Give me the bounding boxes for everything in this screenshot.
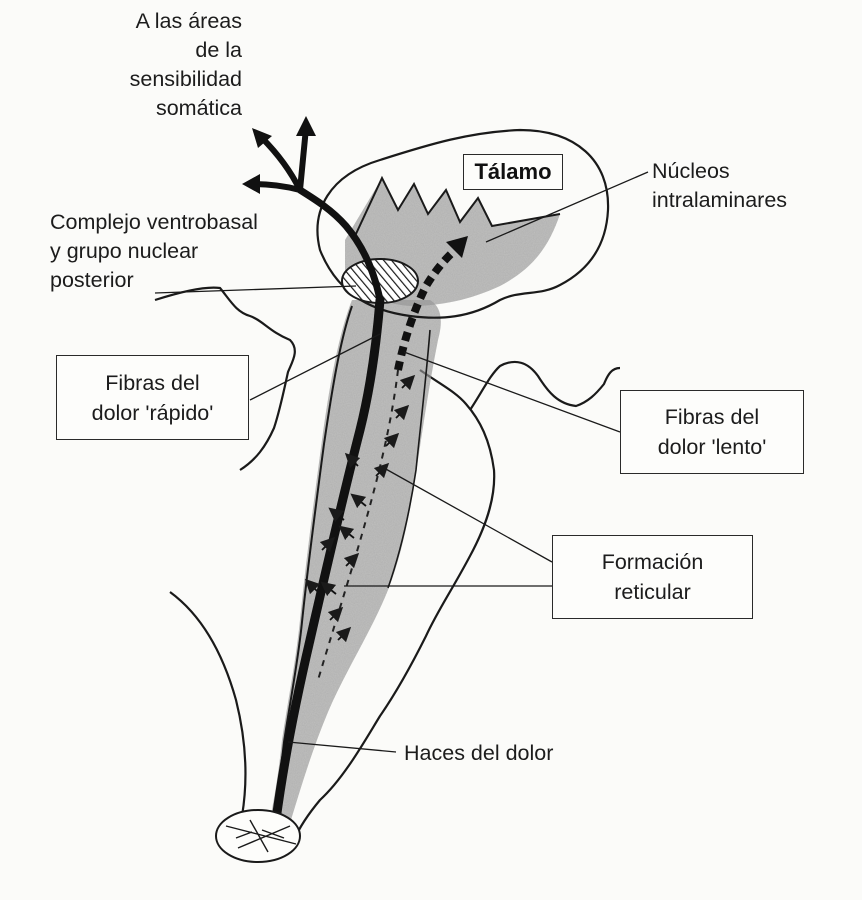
label-pain-bundles: Haces del dolor [404,739,553,768]
slow-pain-fiber [394,242,463,371]
label-slow-pain-line1: Fibras del [664,405,760,429]
spinal-cord-section [215,809,301,863]
slow-pain-arrowhead [446,236,468,258]
label-pain-bundles-text: Haces del dolor [404,741,554,765]
spinal-cord-grey-matter [225,819,297,853]
label-reticular-formation: Formación reticular [552,535,753,619]
thalamus-outline [316,128,610,319]
label-somatic-areas: A las áreas de la sensibilidad somática [92,7,242,123]
label-somatic-areas-line1: A las áreas [135,9,242,33]
label-ventrobasal-line1: Complejo ventrobasal [50,210,258,234]
label-slow-pain-fibers: Fibras del dolor 'lento' [620,390,804,474]
label-reticular-line2: reticular [614,580,691,604]
somatic-arrowheads [242,116,316,194]
label-thalamus: Tálamo [463,154,563,190]
label-ventrobasal-line2: y grupo nuclear [50,239,199,263]
leader-lines [154,171,649,753]
label-fast-pain-line2: dolor 'rápido' [91,400,214,425]
label-ventrobasal-line3: posterior [50,268,134,292]
label-thalamus-text: Tálamo [474,159,552,184]
label-somatic-areas-line2: de la [195,38,242,62]
label-intralaminar-nuclei: Núcleos intralaminares [652,157,787,215]
brain-outline [154,286,621,841]
label-reticular-line1: Formación [601,550,704,574]
label-intralaminar-line1: Núcleos [652,159,730,183]
label-fast-pain-fibers: Fibras del dolor 'rápido' [56,355,249,440]
label-slow-pain-line2: dolor 'lento' [657,435,767,459]
label-somatic-areas-line3: sensibilidad [129,67,242,91]
label-fast-pain-line1: Fibras del [105,370,200,395]
label-intralaminar-line2: intralaminares [652,188,788,212]
label-somatic-areas-line4: somática [155,96,242,120]
reticular-branch-arrows [304,374,416,643]
label-ventrobasal-complex: Complejo ventrobasal y grupo nuclear pos… [50,208,258,295]
